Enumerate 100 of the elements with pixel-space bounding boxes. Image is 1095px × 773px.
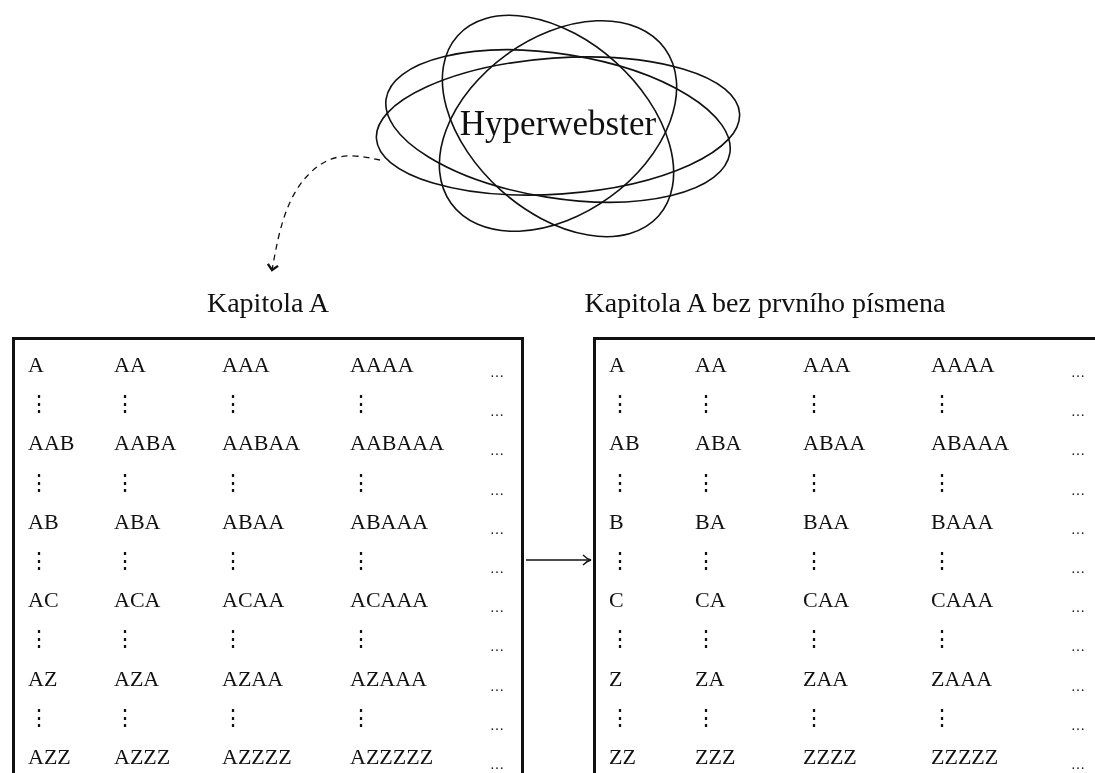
table-cell: ABAAA (931, 430, 1010, 457)
table-cell-text: … (1071, 481, 1085, 500)
table-cell: ZZZZ (803, 744, 857, 770)
table-cell: AAA (222, 352, 270, 378)
table-cell: ⋮ (350, 548, 372, 574)
table-cell: ⋮ (931, 704, 953, 731)
table-cell: CAAA (931, 587, 994, 614)
table-cell: AZAA (222, 665, 284, 692)
table-cell: AB (609, 430, 640, 457)
table-cell: ⋮ (114, 548, 136, 574)
table-cell-text: … (1071, 560, 1085, 578)
table-cell: ACA (114, 587, 161, 614)
table-cell: AZZZ (114, 744, 171, 770)
table-cell-text: … (490, 599, 504, 618)
table-cell: CAA (803, 587, 850, 614)
table-cell: ⋮ (28, 548, 50, 574)
table-cell: ⋮ (114, 391, 136, 418)
table-cell: ⋮ (609, 391, 631, 418)
table-cell: AZZZZ (222, 744, 292, 770)
table-cell: CA (695, 587, 726, 614)
table-cell: ⋮ (695, 469, 717, 496)
table-cell: ABAA (803, 430, 866, 457)
table-cell: ⋮ (28, 704, 50, 731)
table-cell: ABAA (222, 508, 285, 535)
table-cell: ⋮ (931, 391, 953, 418)
table-cell-text: … (1071, 364, 1085, 382)
table-cell-text: … (1071, 677, 1085, 696)
table-cell: ⋮ (222, 704, 244, 731)
table-cell: AABA (114, 430, 177, 457)
table-cell: A (609, 352, 625, 378)
table-cell: ACAAA (350, 587, 429, 614)
table-cell: ZZZZZ (931, 744, 999, 770)
table-cell: AC (28, 587, 59, 614)
table-cell-text: … (490, 756, 504, 773)
table-cell: AABAA (222, 430, 301, 457)
table-cell-text: … (1071, 756, 1085, 773)
table-cell: ABAAA (350, 508, 429, 535)
table-cell-text: … (490, 520, 504, 539)
table-cell: AZZ (28, 744, 71, 770)
table-cell: AAA (803, 352, 851, 378)
table-cell: ⋮ (114, 469, 136, 496)
table-cell: ABA (695, 430, 742, 457)
table-cell: C (609, 587, 624, 614)
table-cell: ⋮ (222, 469, 244, 496)
table-cell: ⋮ (350, 391, 372, 418)
table-cell: ⋮ (931, 548, 953, 574)
table-cell: AAAA (931, 352, 995, 378)
table-cell: ACAA (222, 587, 285, 614)
table-cell-text: … (1071, 599, 1085, 618)
table-cell: ⋮ (803, 469, 825, 496)
table-cell: AZAAA (350, 665, 427, 692)
table-cell: ⋮ (28, 626, 50, 653)
table-cell: ⋮ (222, 391, 244, 418)
table-cell-text: … (1071, 716, 1085, 735)
table-cell: ⋮ (803, 704, 825, 731)
table-cell-text: … (1071, 403, 1085, 422)
table-cell: ⋮ (931, 469, 953, 496)
table-cell-text: … (490, 442, 504, 461)
table-cell-text: … (490, 560, 504, 578)
table-cell: ⋮ (803, 626, 825, 653)
table-cell: ⋮ (803, 391, 825, 418)
table-cell: ⋮ (695, 626, 717, 653)
table-cell: AB (28, 508, 59, 535)
node-title: Hyperwebster (458, 103, 658, 145)
table-cell: Z (609, 665, 623, 692)
table-cell-text: … (490, 638, 504, 657)
table-cell: AAB (28, 430, 75, 457)
table-cell-text: … (490, 677, 504, 696)
table-cell: ZA (695, 665, 725, 692)
table-cell: AZZZZZ (350, 744, 434, 770)
table-cell: ABA (114, 508, 161, 535)
table-heading: Kapitola A (205, 286, 331, 320)
table-cell: ⋮ (609, 626, 631, 653)
table-cell: ZAA (803, 665, 849, 692)
table-cell: ⋮ (695, 391, 717, 418)
table-cell: ⋮ (931, 626, 953, 653)
table-cell-text: … (490, 716, 504, 735)
table-cell-text: … (1071, 638, 1085, 657)
table-cell-text: … (1071, 442, 1085, 461)
table-cell: AA (114, 352, 146, 378)
table-cell: ⋮ (609, 704, 631, 731)
table-cell: A (28, 352, 44, 378)
table-cell: ⋮ (222, 548, 244, 574)
table-cell: ⋮ (114, 704, 136, 731)
table-cell: ZZ (609, 744, 636, 770)
table-cell: ⋮ (28, 391, 50, 418)
table-cell: AA (695, 352, 727, 378)
table-cell: ⋮ (803, 548, 825, 574)
table-cell: ⋮ (222, 626, 244, 653)
table-heading: Kapitola A bez prvního písmena (583, 286, 947, 320)
table-cell: BAA (803, 508, 850, 535)
table-cell: ⋮ (28, 469, 50, 496)
table-cell: BAAA (931, 508, 994, 535)
table-cell: ⋮ (695, 704, 717, 731)
table-cell: B (609, 508, 624, 535)
table-cell: BA (695, 508, 726, 535)
table-cell: AZA (114, 665, 160, 692)
table-cell: ⋮ (350, 626, 372, 653)
table-cell: ⋮ (350, 469, 372, 496)
table-cell-text: … (490, 364, 504, 382)
